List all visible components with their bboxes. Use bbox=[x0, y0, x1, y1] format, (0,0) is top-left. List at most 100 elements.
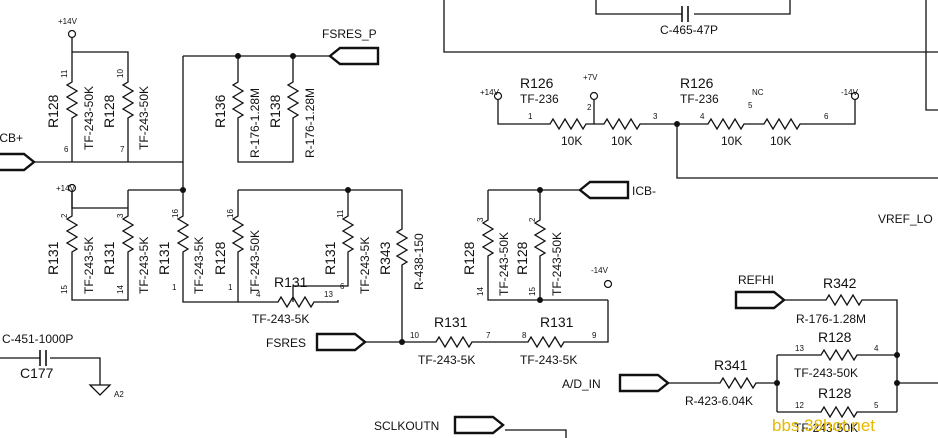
svg-text:13: 13 bbox=[795, 344, 804, 353]
port-ad-in: A/D_IN bbox=[562, 377, 601, 391]
rail-nc: NC bbox=[752, 88, 764, 97]
val-r131-g: TF-243-5K bbox=[520, 353, 577, 367]
svg-text:15: 15 bbox=[60, 285, 69, 294]
ref-r131-b: R131 bbox=[101, 241, 117, 275]
svg-text:10: 10 bbox=[116, 69, 125, 78]
val-r128-c: TF-243-50K bbox=[248, 230, 262, 294]
svg-text:15: 15 bbox=[528, 287, 537, 296]
val-c465: C-465-47P bbox=[660, 23, 718, 37]
svg-text:7: 7 bbox=[486, 331, 491, 340]
ref-r131-c: R131 bbox=[156, 241, 172, 275]
val-r342: R-176-1.28M bbox=[796, 312, 866, 326]
junction-dots bbox=[180, 53, 900, 386]
ref-r126-a: R126 bbox=[520, 75, 554, 91]
svg-text:4: 4 bbox=[256, 290, 261, 299]
svg-text:6: 6 bbox=[340, 282, 345, 291]
ref-r128-e: R128 bbox=[514, 241, 530, 275]
val-r131-a: TF-243-5K bbox=[82, 237, 96, 294]
svg-text:16: 16 bbox=[226, 209, 235, 218]
rail-p14v-r126: +14V bbox=[480, 88, 500, 97]
ref-r131-g: R131 bbox=[540, 314, 574, 330]
ref-r131-f: R131 bbox=[434, 314, 468, 330]
val-r128-d: TF-243-50K bbox=[497, 232, 511, 296]
rail-p7v: +7V bbox=[583, 73, 598, 82]
svg-text:1: 1 bbox=[228, 283, 233, 292]
ref-r343: R343 bbox=[377, 241, 393, 275]
val-r128-b: TF-243-50K bbox=[137, 86, 151, 150]
ref-r128-c: R128 bbox=[212, 241, 228, 275]
val-r131-f: TF-243-5K bbox=[418, 353, 475, 367]
val-r131-b: TF-243-5K bbox=[137, 237, 151, 294]
val-r126-b: TF-236 bbox=[680, 92, 719, 106]
port-fsres-p: FSRES_P bbox=[322, 27, 377, 41]
svg-text:1: 1 bbox=[172, 283, 177, 292]
svg-text:3: 3 bbox=[116, 213, 125, 218]
port-symbols bbox=[0, 46, 786, 435]
ref-r131-e: R131 bbox=[274, 274, 308, 290]
port-icb-minus: ICB- bbox=[632, 184, 656, 198]
ref-r342: R342 bbox=[823, 275, 857, 291]
svg-text:5: 5 bbox=[748, 101, 753, 110]
svg-text:4: 4 bbox=[874, 344, 879, 353]
val-r341: R-423-6.04K bbox=[685, 394, 753, 408]
component-values: TF-243-50K TF-243-50K R-176-1.28M R-176-… bbox=[2, 23, 866, 435]
ref-r136: R136 bbox=[212, 94, 228, 128]
svg-text:3: 3 bbox=[476, 217, 485, 222]
port-sclkoutn: SCLKOUTN bbox=[374, 419, 439, 433]
val-r128-a: TF-243-50K bbox=[82, 86, 96, 150]
val-r343: R-438-150 bbox=[412, 233, 426, 290]
rail-m14v-r126: -14V bbox=[841, 88, 859, 97]
svg-text:11: 11 bbox=[336, 209, 345, 218]
svg-text:10: 10 bbox=[410, 331, 419, 340]
ref-r128-f: R128 bbox=[818, 329, 852, 345]
ref-r128-g: R128 bbox=[818, 385, 852, 401]
rail-p14v-top: +14V bbox=[58, 17, 78, 26]
svg-text:6: 6 bbox=[824, 112, 829, 121]
val-10k-1: 10K bbox=[561, 134, 582, 148]
val-r131-e: TF-243-5K bbox=[252, 312, 309, 326]
svg-text:3: 3 bbox=[653, 112, 658, 121]
port-fsres: FSRES bbox=[266, 336, 306, 350]
svg-text:16: 16 bbox=[171, 209, 180, 218]
ref-r131-a: R131 bbox=[45, 241, 61, 275]
ref-r341: R341 bbox=[714, 357, 748, 373]
port-refhi: REFHI bbox=[738, 273, 774, 287]
port-icb-plus: ICB+ bbox=[0, 131, 23, 145]
svg-text:14: 14 bbox=[476, 287, 485, 296]
ref-c177: C177 bbox=[20, 365, 54, 381]
svg-text:7: 7 bbox=[120, 145, 125, 154]
rail-m14v-icb: -14V bbox=[591, 266, 609, 275]
svg-text:6: 6 bbox=[64, 145, 69, 154]
svg-text:2: 2 bbox=[60, 213, 69, 218]
svg-text:5: 5 bbox=[874, 401, 879, 410]
capacitor-plates bbox=[39, 6, 689, 366]
val-r131-c: TF-243-5K bbox=[192, 237, 206, 294]
ref-r128-d: R128 bbox=[461, 241, 477, 275]
rail-labels: +14V +14V +14V +7V -14V -14V NC A2 bbox=[56, 17, 859, 399]
val-r136: R-176-1.28M bbox=[248, 88, 262, 158]
val-r128-g: TF-243-50K bbox=[794, 421, 858, 435]
svg-text:11: 11 bbox=[60, 69, 69, 78]
svg-text:9: 9 bbox=[592, 331, 597, 340]
val-10k-4: 10K bbox=[770, 134, 791, 148]
ref-r128-b: R128 bbox=[101, 94, 117, 128]
ref-r128-a: R128 bbox=[45, 94, 61, 128]
val-10k-2: 10K bbox=[611, 134, 632, 148]
val-r138: R-176-1.28M bbox=[303, 88, 317, 158]
ref-r131-d: R131 bbox=[322, 241, 338, 275]
val-c177: C-451-1000P bbox=[2, 332, 73, 346]
port-labels: FSRES_P ICB+ ICB- FSRES REFHI A/D_IN SCL… bbox=[0, 27, 933, 433]
svg-text:14: 14 bbox=[116, 285, 125, 294]
svg-text:12: 12 bbox=[795, 401, 804, 410]
val-10k-3: 10K bbox=[721, 134, 742, 148]
ref-r126-b: R126 bbox=[680, 75, 714, 91]
svg-text:4: 4 bbox=[700, 112, 705, 121]
val-r126-a: TF-236 bbox=[520, 92, 559, 106]
watermark: bbs.38hot.net bbox=[772, 416, 875, 435]
val-r128-e: TF-243-50K bbox=[550, 232, 564, 296]
pin-numbers: 11 10 6 7 2 3 16 16 11 15 14 1 1 4 13 6 … bbox=[60, 69, 879, 410]
svg-text:2: 2 bbox=[587, 103, 592, 112]
svg-text:2: 2 bbox=[528, 217, 537, 222]
svg-text:13: 13 bbox=[324, 290, 333, 299]
